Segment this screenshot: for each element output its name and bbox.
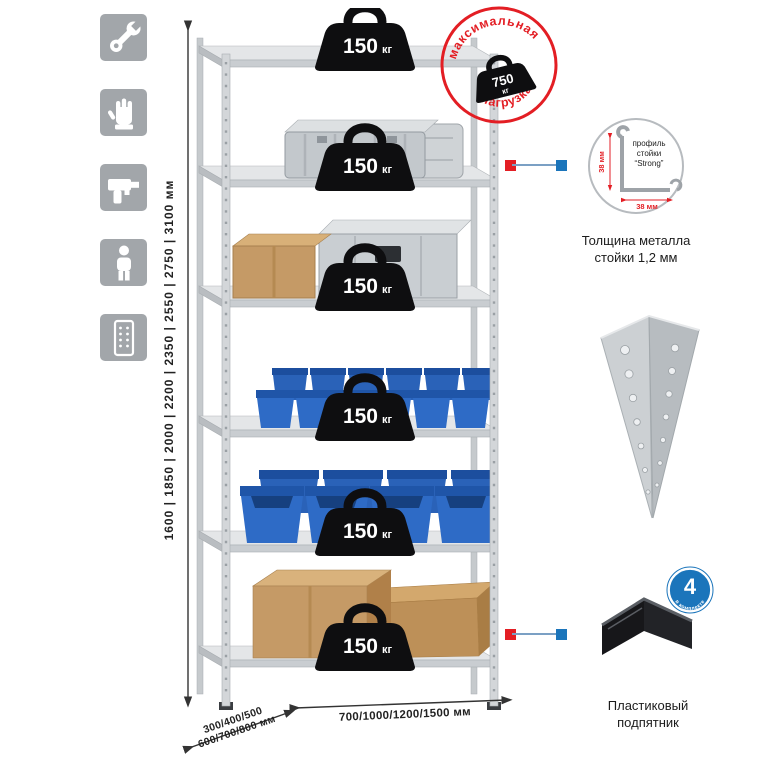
height-dimension-label: 1600 | 1850 | 2000 | 2200 | 2350 | 2550 …: [162, 179, 176, 541]
angle-post-image: [600, 314, 700, 519]
shelf-weight-4: 150 кг: [315, 378, 415, 441]
height-dimension-line: [183, 20, 193, 708]
callout-marker-red-top: [505, 160, 516, 171]
weight-unit: кг: [382, 644, 393, 656]
feature-tile-rack: [100, 314, 147, 361]
weight-value: 150: [343, 520, 378, 543]
shelf-weight-6: 150 кг: [315, 608, 415, 671]
plastic-foot-image: [601, 597, 693, 655]
weight-value: 150: [343, 275, 378, 298]
weight-unit: кг: [382, 284, 393, 296]
shelf-weight-1: 150 кг: [315, 8, 415, 71]
weight-unit: кг: [382, 414, 393, 426]
svg-text:максимальная: максимальная: [438, 3, 544, 64]
wrench-icon: [109, 18, 143, 52]
stamp-unit: кг: [501, 86, 510, 96]
shelf-weight-3: 150 кг: [315, 248, 415, 311]
profile-label-1: профиль: [632, 139, 665, 148]
profile-caption: Толщина металла стойки 1,2 мм: [563, 233, 709, 267]
profile-label-3: “Strong”: [635, 159, 664, 168]
weight-unit: кг: [382, 44, 393, 56]
shelf-weight-5: 150 кг: [315, 493, 415, 556]
callout-marker-red-bottom: [505, 629, 516, 640]
quantity-badge: 4 в комплекте: [666, 566, 714, 614]
profile-caption-line2: стойки 1,2 мм: [594, 249, 678, 265]
stamp-word-top: максимальная: [438, 3, 544, 64]
weight-unit: кг: [382, 529, 393, 541]
profile-dim-horizontal: 38 мм: [636, 202, 658, 211]
rack-icon: [113, 319, 134, 356]
weight-value: 150: [343, 635, 378, 658]
badge-number: 4: [684, 574, 697, 599]
foot-caption-line1: Пластиковый: [607, 698, 689, 713]
callout-line-top: [512, 164, 562, 166]
profile-cross-section: [616, 125, 683, 192]
feature-tile-gloves: [100, 89, 147, 136]
rack-illustration: 150 кг 150 кг 150 кг 150 кг 150 кг 150 к…: [196, 8, 501, 710]
person-icon: [116, 245, 131, 280]
profile-dim-vertical: 38 мм: [597, 151, 606, 173]
bottom-dimension-lines: [182, 696, 513, 754]
rack-back-posts: [196, 37, 478, 695]
max-load-stamp: максимальная нагрузка 750 кг: [425, 0, 573, 139]
post-holes: [620, 343, 680, 495]
callout-marker-blue-bottom: [556, 629, 567, 640]
foot-caption-line2: подпятник: [617, 714, 679, 730]
shelf-weight-2: 150 кг: [315, 128, 415, 191]
drill-icon: [107, 178, 139, 203]
profile-detail-circle: 38 мм 38 мм профиль стойки “Strong”: [588, 118, 684, 214]
weight-value: 150: [343, 35, 378, 58]
gloves-icon: [107, 98, 133, 129]
feature-tile-person: [100, 239, 147, 286]
feature-tile-drill: [100, 164, 147, 211]
callout-marker-blue-top: [556, 160, 567, 171]
weight-unit: кг: [382, 164, 393, 176]
profile-caption-line1: Толщина металла: [581, 233, 691, 248]
stamp-weight: 750 кг: [476, 54, 537, 103]
stamp-value: 750: [490, 70, 515, 90]
foot-caption: Пластиковый подпятник: [573, 698, 723, 732]
weight-value: 150: [343, 405, 378, 428]
callout-line-bottom: [512, 633, 562, 635]
feature-tile-tools: [100, 14, 147, 61]
profile-label-2: стойки: [637, 149, 661, 158]
weight-value: 150: [343, 155, 378, 178]
